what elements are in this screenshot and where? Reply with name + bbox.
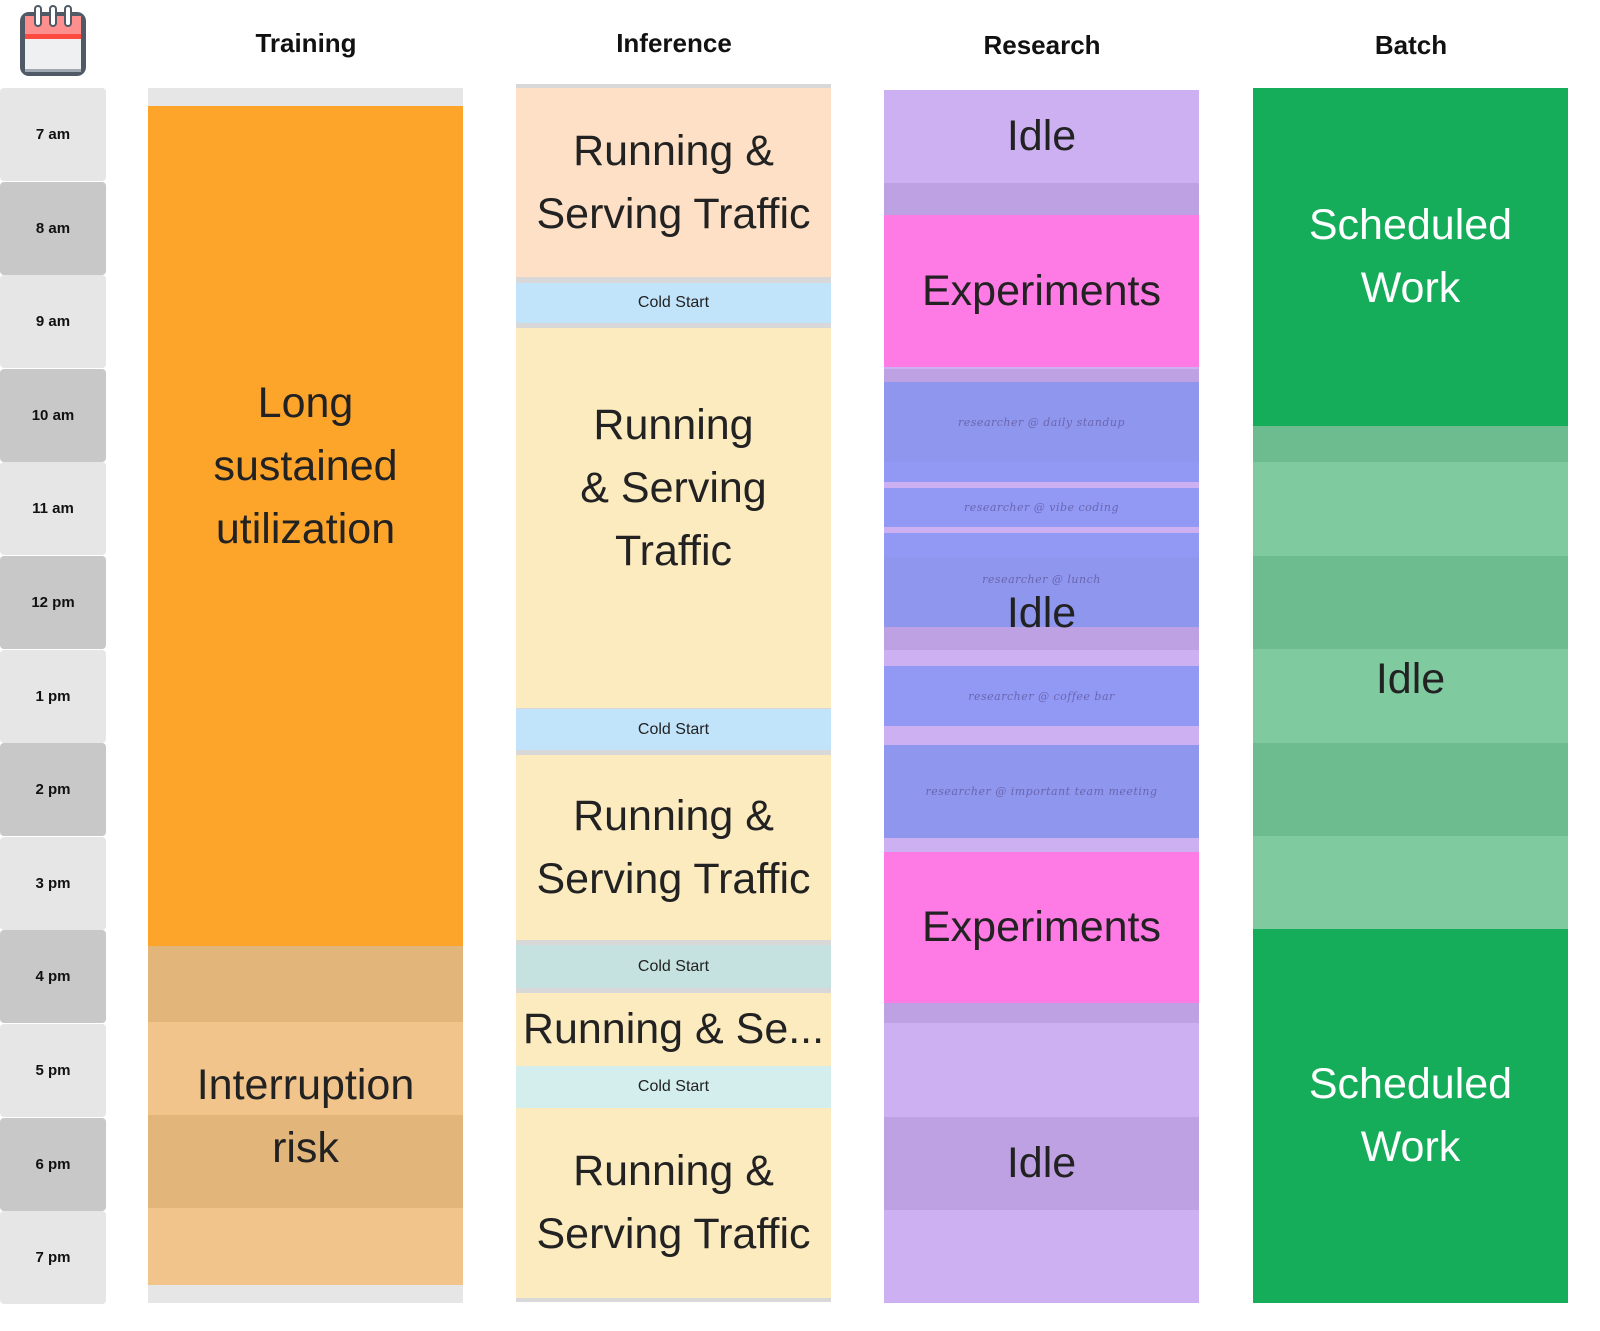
research-idle-block[interactable]: Idle [884,1117,1199,1210]
inference-cold-start[interactable]: Cold Start [516,1066,831,1108]
inference-running-block[interactable]: Running & Serving Traffic [516,328,831,708]
time-label: 8 am [0,181,106,275]
time-label: 5 pm [0,1024,106,1117]
training-padding [148,88,463,106]
training-padding [148,1285,463,1303]
researcher-coffee-block[interactable]: researcher @ coffee bar [884,666,1199,726]
training-risk-band [148,1022,463,1115]
inference-running-block[interactable]: Running & Serving Traffic [516,1108,831,1298]
header-batch: Batch [1374,30,1448,60]
training-risk-band [148,946,463,1022]
research-idle-label: Idle [1006,590,1077,634]
inference-cold-start[interactable]: Cold Start [516,283,831,323]
research-band [884,183,1199,215]
time-label: 9 am [0,275,106,369]
training-risk-band [148,1115,463,1208]
batch-band [1253,649,1568,743]
researcher-vibe-block[interactable]: researcher @ vibe coding [884,488,1199,527]
batch-idle-label: Idle [1375,654,1446,703]
research-idle-block[interactable]: Idle [884,90,1199,183]
inference-running-block[interactable]: Running & Serving Traffic [516,88,831,277]
inference-cold-start[interactable]: Cold Start [516,709,831,750]
research-band [884,462,1199,482]
research-experiments-block[interactable]: Experiments [884,852,1199,1003]
time-label: 11 am [0,462,106,556]
time-label: 2 pm [0,743,106,837]
calendar-icon [18,4,88,78]
inference-running-block[interactable]: Running & Serving Traffic [516,755,831,940]
batch-band [1253,556,1568,649]
inference-cold-start[interactable]: Cold Start [516,945,831,988]
research-band [884,533,1199,557]
header-training: Training [255,28,357,58]
research-band [884,369,1199,382]
research-experiments-block[interactable]: Experiments [884,215,1199,367]
researcher-standup-block[interactable]: researcher @ daily standup [884,382,1199,462]
time-label: 3 pm [0,836,106,930]
researcher-lunch-block[interactable]: researcher @ lunch [884,557,1199,627]
batch-band [1253,743,1568,836]
header-research: Research [983,30,1101,60]
block-label: Long sustained utilization [213,378,398,553]
training-interruption-label: Interruption risk [196,1061,415,1172]
training-long-block[interactable]: Long sustained utilization [148,106,463,946]
time-label: 7 am [0,88,106,181]
training-risk-band [148,1208,463,1285]
research-band [884,1003,1199,1023]
research-band [884,627,1199,650]
researcher-meeting-block[interactable]: researcher @ important team meeting [884,745,1199,838]
time-label: 6 pm [0,1117,106,1211]
inference-running-block[interactable]: Running & Se... [516,993,831,1066]
time-label: 1 pm [0,649,106,743]
batch-scheduled-block[interactable]: Scheduled Work [1253,929,1568,1303]
time-label: 7 pm [0,1211,106,1305]
time-label: 4 pm [0,930,106,1024]
time-label: 12 pm [0,556,106,649]
batch-scheduled-block[interactable]: Scheduled Work [1253,88,1568,426]
batch-band [1253,462,1568,556]
batch-band [1253,836,1568,929]
header-inference: Inference [616,28,732,58]
time-label: 10 am [0,368,106,462]
batch-band [1253,426,1568,462]
